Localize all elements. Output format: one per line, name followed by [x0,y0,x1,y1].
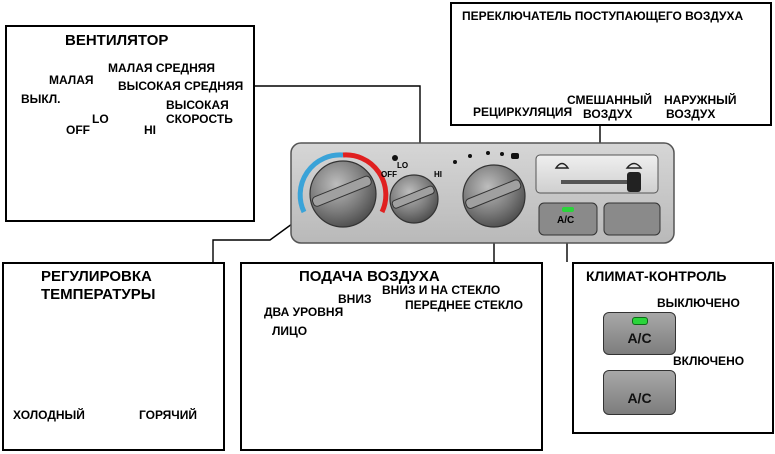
fan-low-word: МАЛАЯ [49,73,94,87]
panel-lo-code: LO [397,161,409,170]
climate-on-state: ВКЛЮЧЕНО [673,354,745,368]
control-panel [290,142,675,244]
temperature-box [2,262,225,451]
temp-box-title-2: ТЕМПЕРАТУРЫ [41,286,156,303]
fan-box [5,25,255,222]
ac-button-on[interactable]: A/C [603,370,676,415]
climate-off-state: ВЫКЛЮЧЕНО [657,296,740,310]
ac-on-label: A/C [627,390,652,406]
panel-ac-button [538,202,598,236]
airflow-box-title: ПОДАЧА ВОЗДУХА [299,268,440,285]
ac-off-led [632,317,648,325]
panel-cold-arc [297,152,344,214]
fan-lo-code: LO [92,112,109,126]
fan-midhigh-word: ВЫСОКАЯ СРЕДНЯЯ [118,79,244,93]
panel-blank-button [603,202,661,236]
airflow-box [240,262,543,451]
temp-box-title-1: РЕГУЛИРОВКА [41,268,152,285]
climate-box-title: КЛИМАТ-КОНТРОЛЬ [586,268,727,284]
ac-off-label: A/C [627,330,652,346]
airflow-defrost-label: ПЕРЕДНЕЕ СТЕКЛО [405,298,523,312]
fan-off-code: OFF [66,123,90,137]
panel-hot-arc [342,152,389,214]
fan-midlow-word: МАЛАЯ СРЕДНЯЯ [108,61,215,75]
fan-hi-code: HI [144,123,156,137]
airflow-feet-defrost-label: ВНИЗ И НА СТЕКЛО [382,283,501,297]
airflow-face-label: ЛИЦО [272,324,308,338]
fan-high-word-1: ВЫСОКАЯ [166,98,229,112]
intake-outside-label-2: ВОЗДУХ [666,107,716,121]
airflow-bilevel-label: ДВА УРОВНЯ [264,305,344,319]
fan-box-title: ВЕНТИЛЯТОР [65,32,169,49]
ac-button-off[interactable]: A/C [603,312,676,355]
fan-high-word-2: СКОРОСТЬ [166,112,233,126]
intake-mixed-label-2: ВОЗДУХ [583,107,633,121]
intake-box-title: ПЕРЕКЛЮЧАТЕЛЬ ПОСТУПАЮЩЕГО ВОЗДУХА [462,9,744,23]
temp-cold-label: ХОЛОДНЫЙ [13,408,85,422]
intake-box [450,2,772,126]
fan-off-word: ВЫКЛ. [21,92,61,106]
panel-off-code: OFF [381,170,397,179]
intake-outside-label-1: НАРУЖНЫЙ [664,93,737,107]
panel-hi-code: HI [434,170,442,179]
panel-ac-label: A/C [557,215,575,226]
intake-mixed-label-1: СМЕШАННЫЙ [567,93,652,107]
temp-hot-label: ГОРЯЧИЙ [139,408,197,422]
panel-intake-lever [627,172,641,192]
airflow-feet-label: ВНИЗ [338,292,372,306]
intake-recirc-label: РЕЦИРКУЛЯЦИЯ [473,105,573,119]
